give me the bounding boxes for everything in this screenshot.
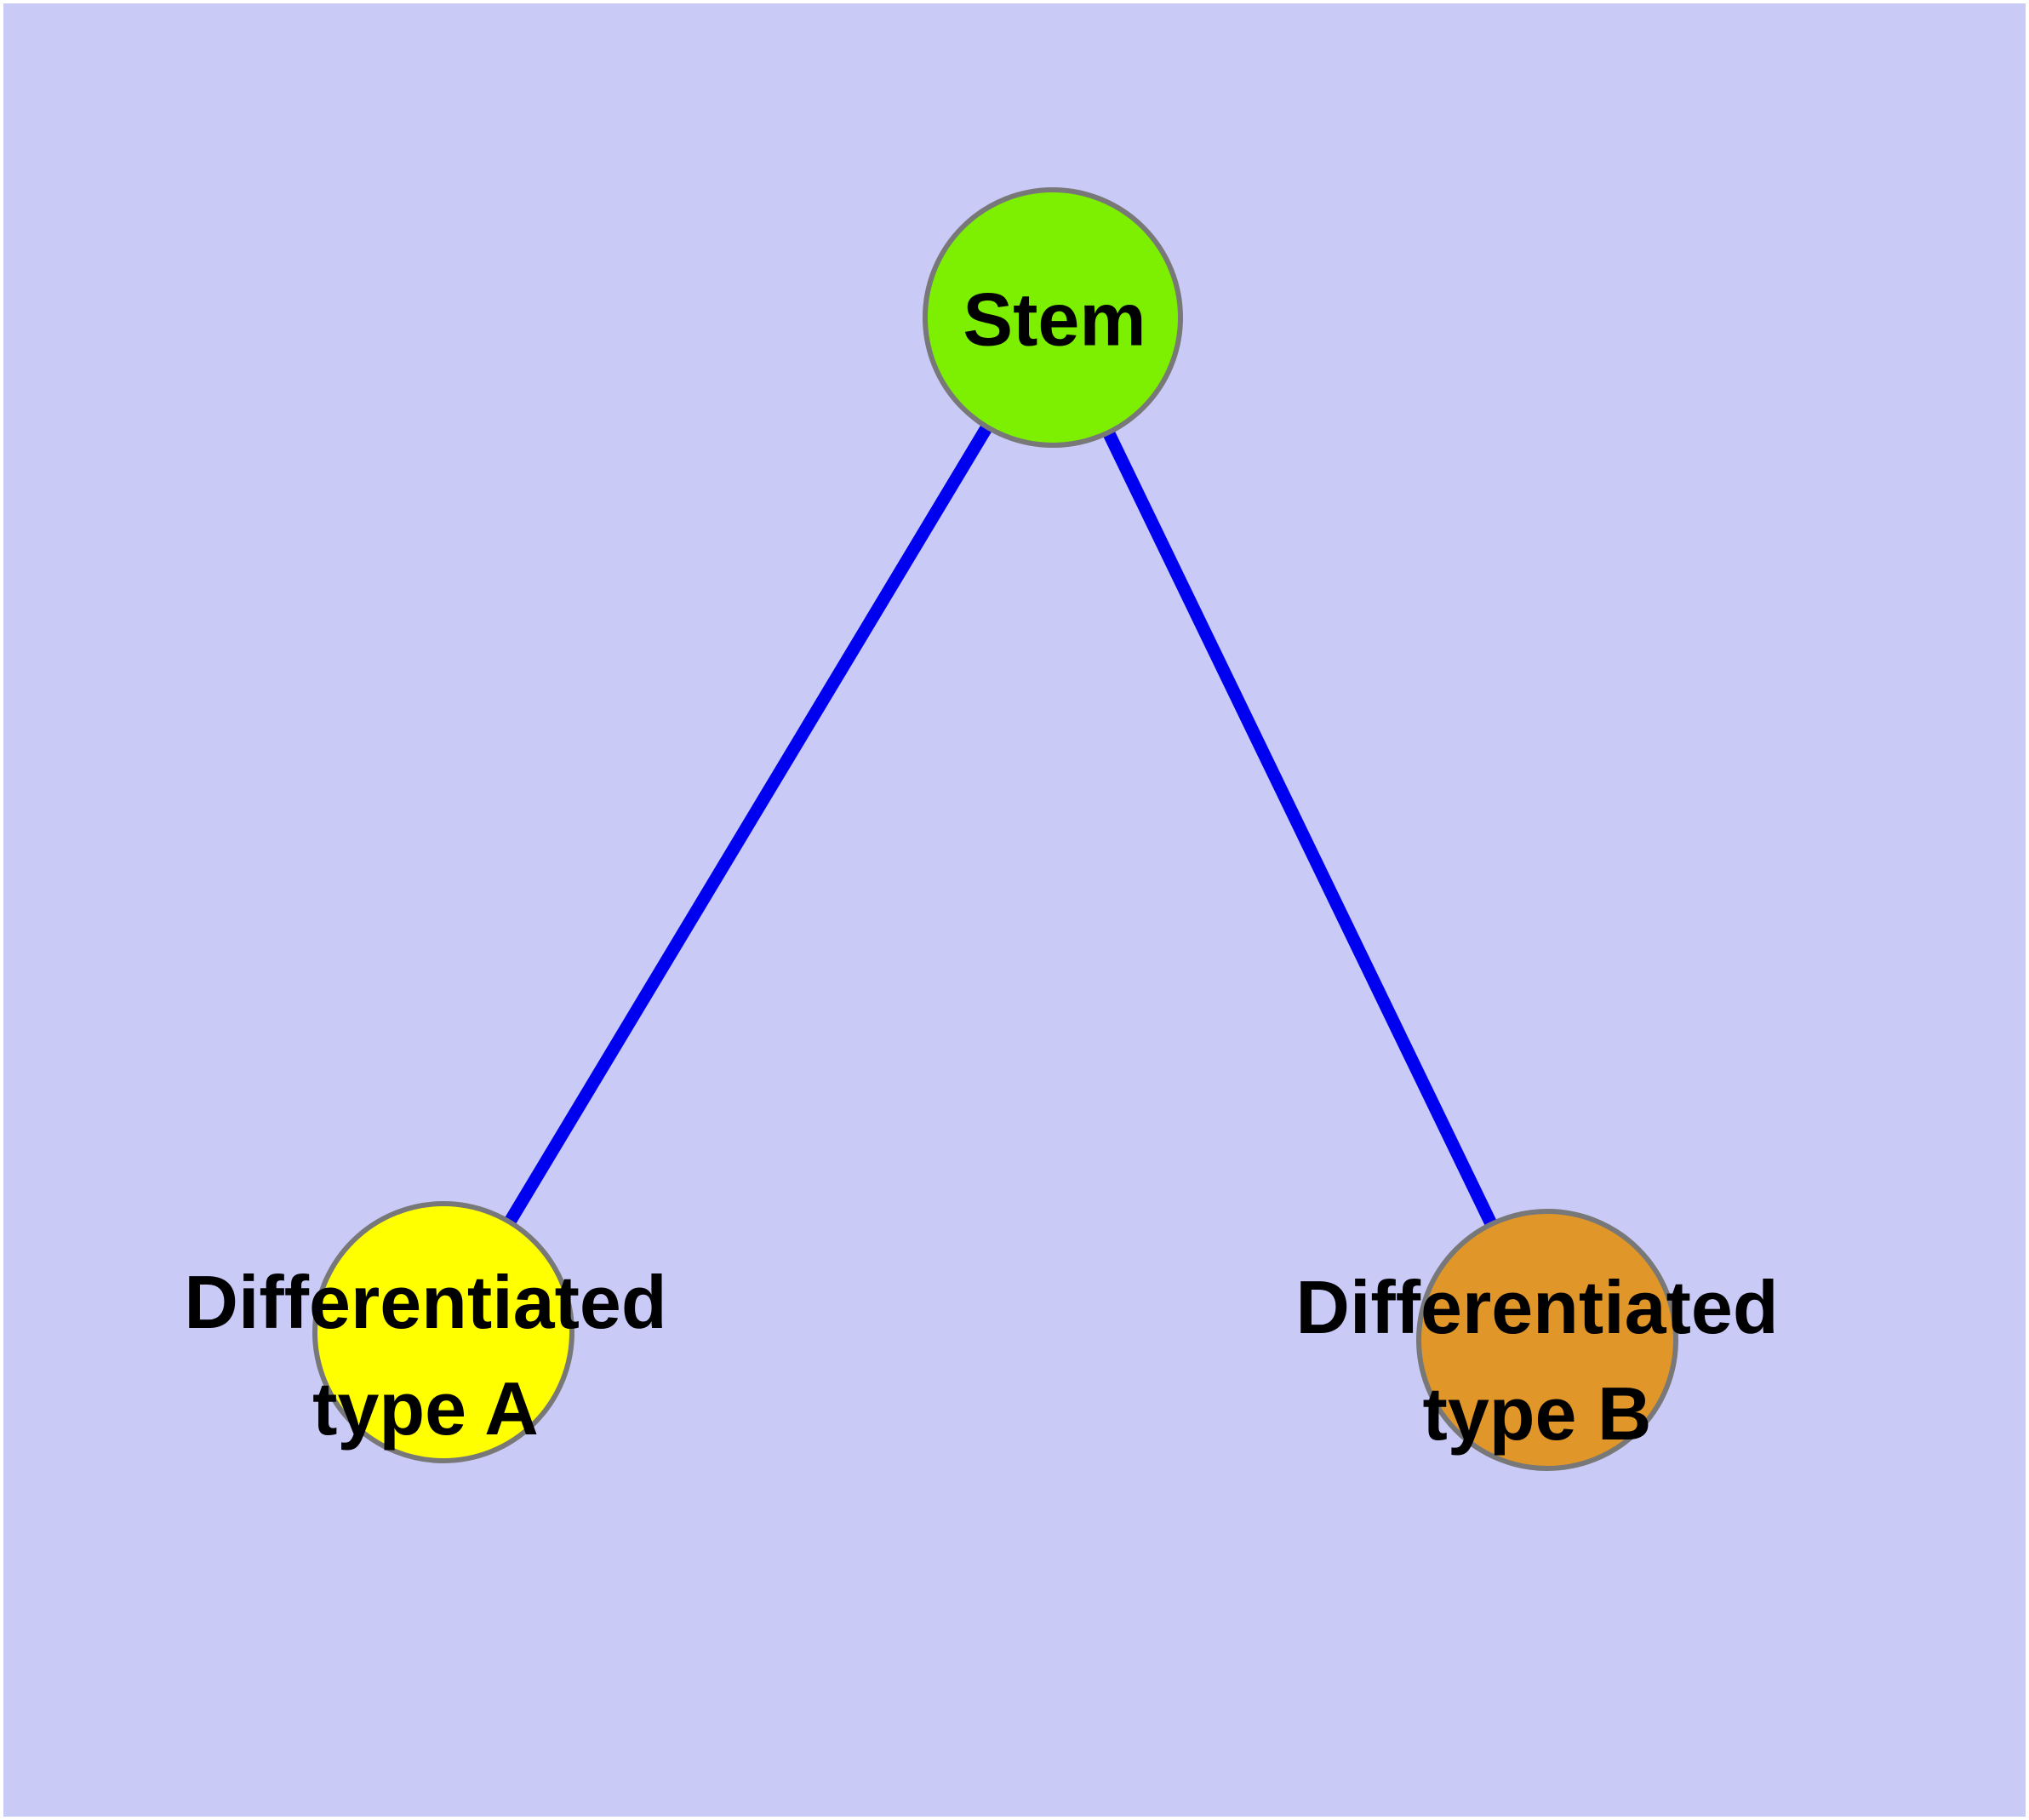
node-type-a-circle [312, 1201, 574, 1463]
node-type-b-circle [1416, 1209, 1678, 1471]
node-type-b-label-line-1: Differentiated [1295, 1265, 1779, 1349]
node-stem-label: Stem [963, 266, 1146, 373]
node-type-b-label: Differentiated type B [1295, 1254, 1778, 1467]
node-type-a-label: Differentiated type A [184, 1249, 666, 1462]
node-type-a-label-line-2: type A [312, 1366, 539, 1451]
node-stem-label-line: Stem [963, 277, 1146, 362]
edge-stem-to-type-b [1047, 314, 1553, 1343]
node-stem-circle [923, 187, 1183, 448]
node-type-b-label-line-2: type B [1422, 1371, 1652, 1456]
node-type-a-label-line-1: Differentiated [184, 1260, 667, 1344]
edge-stem-to-type-a [437, 314, 1059, 1336]
